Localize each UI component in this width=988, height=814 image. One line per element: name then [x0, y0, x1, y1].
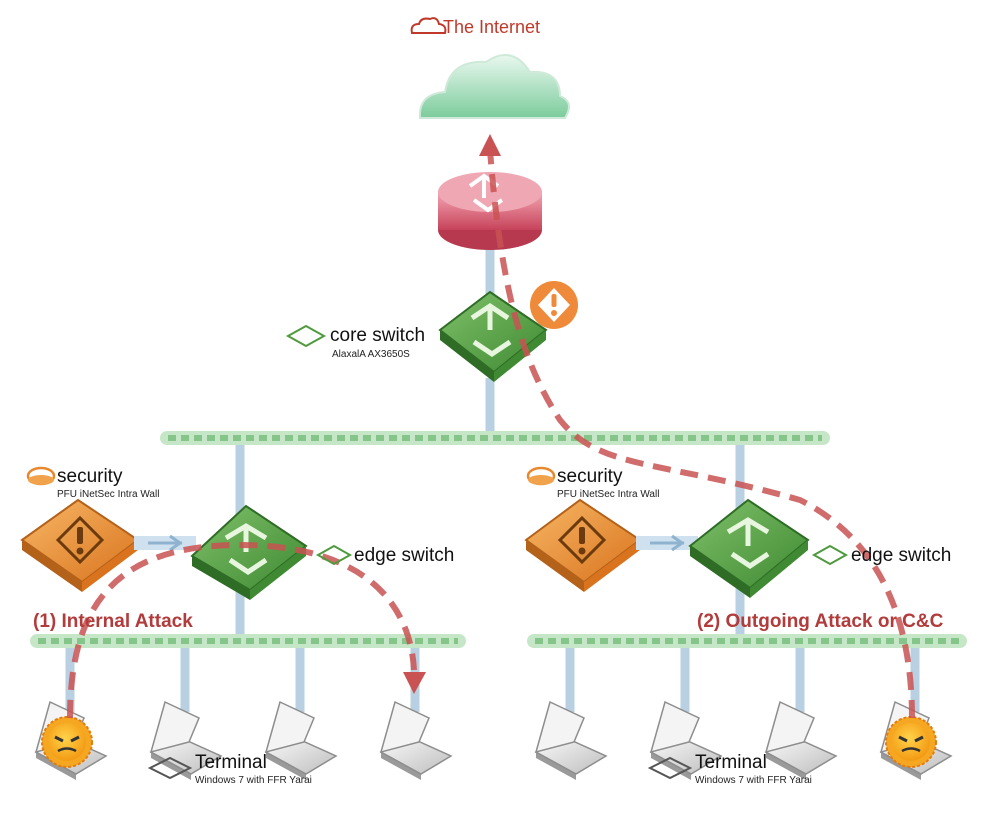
left-terminal-label: Terminal	[195, 752, 267, 773]
terminal-laptop-icon	[379, 700, 453, 780]
terminal-outline-icon-right	[647, 756, 693, 780]
terminal-laptop-icon	[534, 700, 608, 780]
left-terminal-os: Windows 7 with FFR Yarai	[195, 775, 312, 786]
right-access-bus	[527, 634, 967, 648]
security-outline-icon-right	[526, 466, 556, 486]
internet-label: The Internet	[443, 17, 541, 37]
core-switch-device	[438, 290, 548, 382]
left-edge-switch-device	[190, 504, 308, 600]
outgoing-attack-path	[479, 134, 915, 719]
left-edge-switch-label: edge switch	[354, 545, 455, 566]
terminal-laptop-icon	[264, 700, 338, 780]
left-security-appliance	[20, 498, 140, 592]
security-outline-icon-left	[26, 466, 56, 486]
outgoing-attack-label: (2) Outgoing Attack or C&C	[697, 611, 944, 632]
switch-outline-icon-left-edge	[315, 544, 353, 566]
right-security-label: security	[557, 466, 623, 487]
warning-icon	[530, 281, 578, 329]
left-security-model: PFU iNetSec Intra Wall	[57, 489, 160, 500]
switch-outline-icon	[285, 324, 327, 348]
right-security-link	[636, 534, 698, 552]
cloud-outline-icon	[410, 17, 447, 34]
terminal-laptop-icon	[649, 700, 723, 780]
left-attacker-icon	[41, 716, 93, 768]
internal-attack-label: (1) Internal Attack	[33, 611, 193, 632]
terminals	[34, 700, 953, 780]
router	[438, 172, 542, 250]
right-edge-switch-label: edge switch	[851, 545, 952, 566]
right-terminal-label: Terminal	[695, 752, 767, 773]
right-security-model: PFU iNetSec Intra Wall	[557, 489, 660, 500]
right-edge-switch-device	[688, 498, 810, 598]
right-attacker-icon	[885, 716, 937, 768]
backbone-bus	[160, 431, 830, 445]
internal-attack-path	[67, 541, 426, 719]
core-switch-label: core switch	[330, 325, 426, 346]
left-security-label: security	[57, 466, 123, 487]
core-switch-model: AlaxalA AX3650S	[332, 349, 410, 360]
right-security-appliance	[524, 498, 642, 592]
left-access-bus	[30, 634, 466, 648]
terminal-laptop-icon	[764, 700, 838, 780]
right-terminal-os: Windows 7 with FFR Yarai	[695, 775, 812, 786]
internet-cloud	[418, 53, 570, 119]
terminal-outline-icon-left	[147, 756, 193, 780]
switch-outline-icon-right-edge	[811, 544, 849, 566]
left-security-link	[134, 534, 196, 552]
